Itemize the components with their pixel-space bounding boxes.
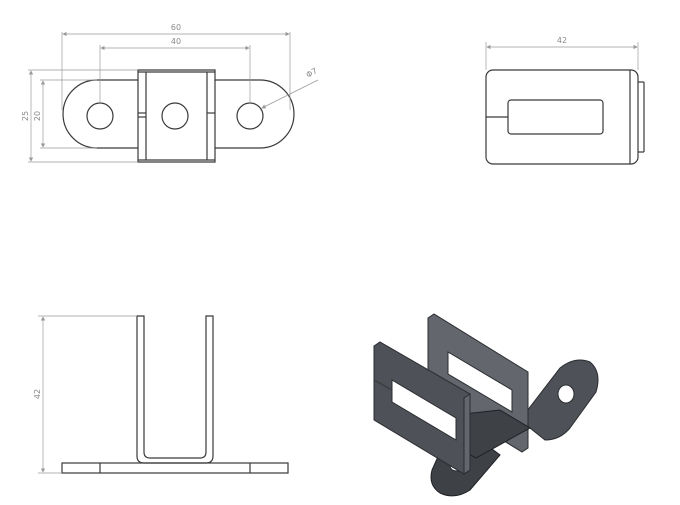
dimension-25: 25	[21, 111, 30, 121]
dimension-42-side: 42	[557, 36, 567, 45]
front-hole-right	[236, 102, 264, 130]
side-slot	[507, 99, 604, 135]
dimension-42-height: 42	[33, 389, 42, 399]
iso-right-hole	[557, 384, 575, 404]
front-hole-center	[161, 102, 189, 130]
top-u-channel	[136, 315, 214, 464]
isometric-view	[373, 313, 599, 497]
leader-hole-diameter	[261, 79, 319, 109]
iso-right-flange	[519, 359, 599, 441]
dimension-20: 20	[33, 111, 42, 121]
iso-front-plate-edge	[463, 393, 471, 475]
front-hole-left	[86, 102, 114, 130]
side-outline	[485, 69, 639, 165]
iso-slit	[373, 379, 393, 391]
dimension-40: 40	[171, 37, 181, 46]
side-view: 42	[485, 36, 645, 165]
top-view: 42	[33, 315, 289, 474]
iso-back-slot	[447, 351, 513, 413]
dimension-60: 60	[171, 23, 181, 32]
top-base-plate	[61, 462, 289, 474]
front-outline	[62, 69, 295, 163]
front-view: 60 40 25 20 Φ7	[21, 23, 319, 163]
dimension-hole-diameter: Φ7	[305, 66, 319, 79]
iso-front-slot	[391, 379, 457, 441]
